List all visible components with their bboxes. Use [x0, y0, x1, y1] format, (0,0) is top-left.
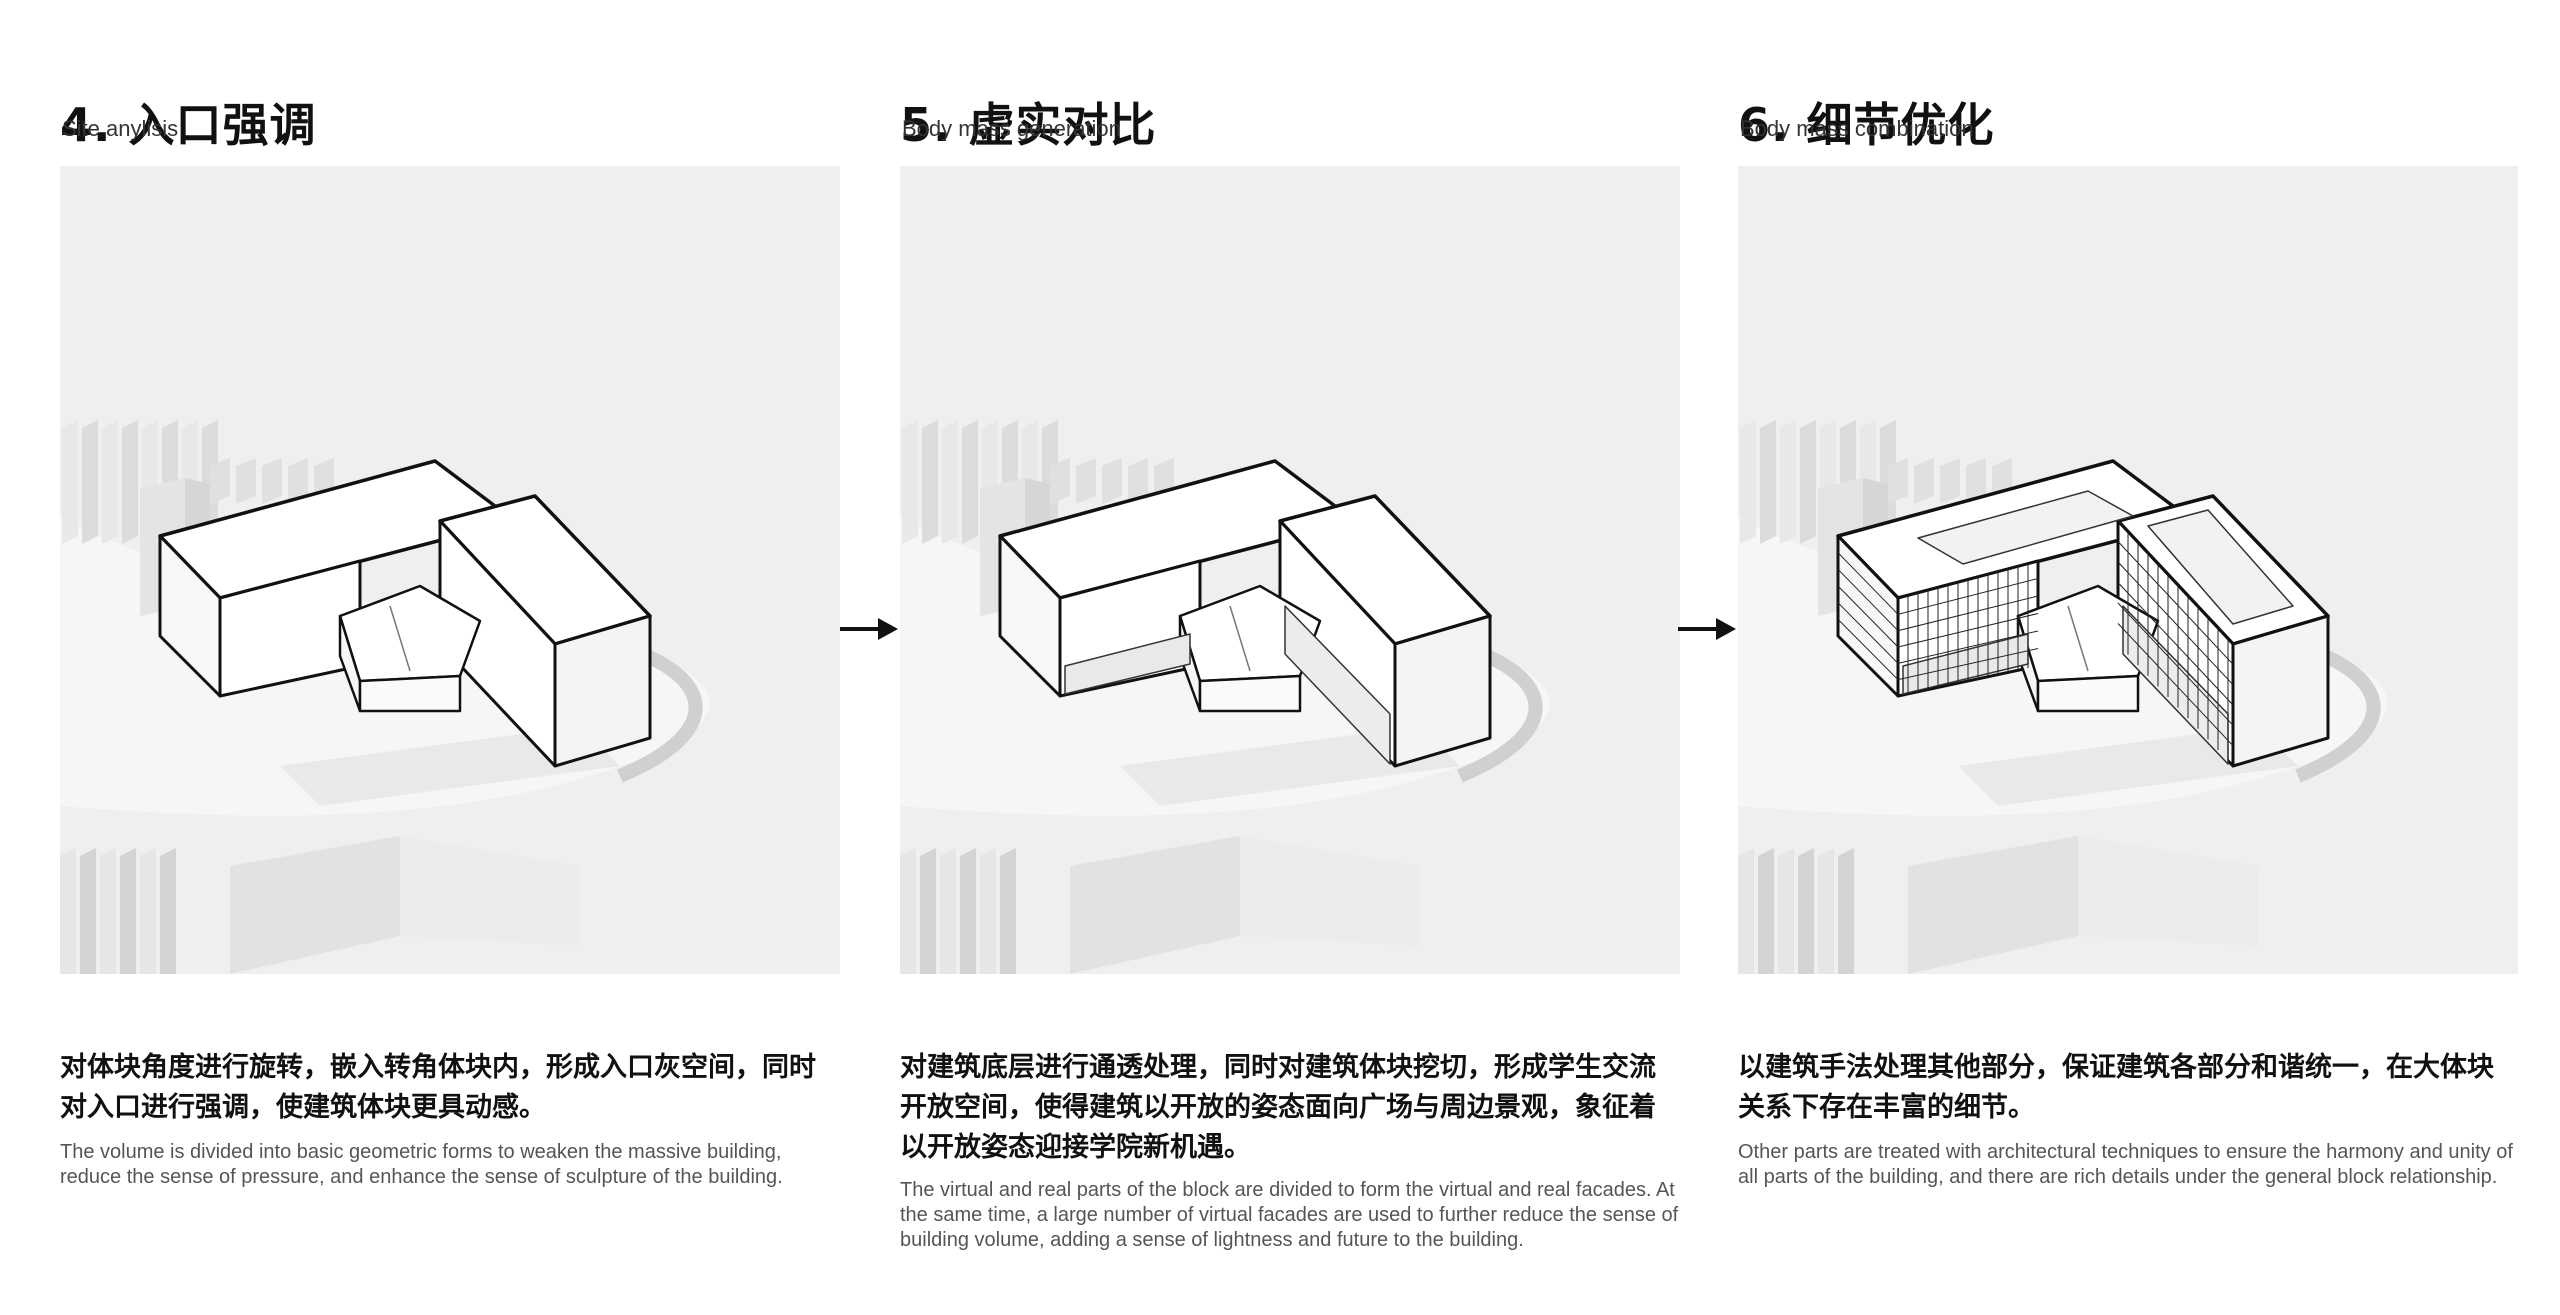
- context-slab-building: [288, 458, 308, 504]
- context-slab-building: [102, 420, 118, 544]
- description-chinese: 以建筑手法处理其他部分，保证建筑各部分和谐统一，在大体块关系下存在丰富的细节。: [1738, 1052, 2494, 1123]
- context-slab-building: [120, 848, 136, 974]
- context-slab-building: [1102, 458, 1122, 504]
- entrance-canopy-edge: [389, 605, 411, 672]
- context-slab-building: [140, 848, 156, 974]
- context-slab-building: [160, 848, 176, 974]
- context-slab-building: [960, 848, 976, 974]
- step-5-panel: 5. 虚实对比 Body mass generation 对建筑底层进行通透处理…: [900, 0, 1680, 1315]
- context-slab-building: [82, 420, 98, 544]
- east-wing-facade-side: [1393, 614, 1492, 768]
- context-podium: [1070, 836, 1240, 974]
- context-slab-building: [62, 420, 78, 544]
- step-4-panel: 4. 入口强调 Site anylisis 对体块角度进行旋转，嵌入转角体块内，…: [60, 0, 840, 1315]
- step-6-panel: 6. 细节优化 Body mass combination 以建筑手法处理其他部…: [1738, 0, 2518, 1315]
- context-slab-building: [60, 848, 76, 974]
- east-wing-facade-side: [2231, 614, 2330, 768]
- east-wing-void: [1284, 605, 1391, 765]
- floor-line: [2117, 623, 2234, 747]
- context-podium-side: [2078, 836, 2258, 946]
- floor-line: [2117, 602, 2234, 726]
- context-slab-building: [1050, 458, 1070, 504]
- description-chinese: 对建筑底层进行通透处理，同时对建筑体块挖切，形成学生交流开放空间，使得建筑以开放…: [900, 1052, 1656, 1163]
- context-slab-building: [1914, 458, 1934, 504]
- right-arrow-icon: [840, 614, 900, 644]
- context-slab-building: [1740, 420, 1756, 544]
- context-slab-building: [1758, 848, 1774, 974]
- context-slab-building: [1966, 458, 1986, 504]
- entrance-pavilion-front: [2036, 674, 2140, 713]
- context-podium-side: [1240, 836, 1420, 946]
- context-podium: [230, 836, 400, 974]
- context-slab-building: [922, 420, 938, 544]
- context-slab-building: [1738, 848, 1754, 974]
- context-slab-building: [962, 420, 978, 544]
- floor-line: [2117, 582, 2234, 706]
- roof-skylight: [1917, 490, 2134, 565]
- context-slab-building: [1778, 848, 1794, 974]
- context-slab-building: [900, 848, 916, 974]
- description-english: The virtual and real parts of the block …: [900, 1179, 1679, 1251]
- ground-floor-void: [1064, 633, 1191, 695]
- context-slab-building: [1838, 848, 1854, 974]
- step-title: 4. 入口强调: [60, 97, 317, 152]
- entrance-pavilion-front: [358, 674, 462, 713]
- context-slab-building: [100, 848, 116, 974]
- context-slab-building: [980, 848, 996, 974]
- context-slab-building: [1128, 458, 1148, 504]
- step-subtitle: Body mass generation: [902, 116, 1121, 141]
- entrance-pavilion-front: [1198, 674, 1302, 713]
- facade-detail-lines: [1837, 531, 2234, 761]
- description-english: The volume is divided into basic geometr…: [60, 1141, 783, 1188]
- context-slab-building: [1888, 458, 1908, 504]
- context-slab-building: [1798, 848, 1814, 974]
- context-slab-building: [942, 420, 958, 544]
- context-slab-building: [1800, 420, 1816, 544]
- step-subtitle: Site anylisis: [62, 116, 179, 141]
- description-chinese: 对体块角度进行旋转，嵌入转角体块内，形成入口灰空间，同时对入口进行强调，使建筑体…: [60, 1052, 816, 1123]
- context-podium: [1908, 836, 2078, 974]
- figure-svg: [1738, 166, 2518, 974]
- context-slab-building: [236, 458, 256, 504]
- context-slab-building: [1780, 420, 1796, 544]
- entrance-canopy-edge: [2067, 605, 2089, 672]
- step-title: 5. 虚实对比: [900, 97, 1157, 152]
- context-slab-building: [940, 848, 956, 974]
- description-english: Other parts are treated with architectur…: [1738, 1141, 2513, 1188]
- entrance-canopy-edge: [1229, 605, 1251, 672]
- context-slab-building: [122, 420, 138, 544]
- figure-svg: [60, 166, 840, 974]
- context-slab-building: [262, 458, 282, 504]
- floor-line: [1837, 568, 1899, 632]
- massing-diagram-detail-optimization: [1738, 166, 2518, 974]
- context-slab-building: [80, 848, 96, 974]
- context-slab-building: [1818, 848, 1834, 974]
- floor-line: [2117, 541, 2234, 665]
- context-slab-building: [920, 848, 936, 974]
- right-arrow-icon: [1678, 614, 1738, 644]
- context-slab-building: [210, 458, 230, 504]
- context-slab-building: [1940, 458, 1960, 504]
- figure-svg: [900, 166, 1680, 974]
- step-title: 6. 细节优化: [1738, 97, 1995, 152]
- floor-line: [1837, 552, 1899, 615]
- context-slab-building: [1000, 848, 1016, 974]
- roof-panel: [2147, 509, 2294, 625]
- context-podium-side: [400, 836, 580, 946]
- massing-diagram-solid-void-contrast: [900, 166, 1680, 974]
- context-slab-building: [1760, 420, 1776, 544]
- massing-diagram-entrance-emphasis: [60, 166, 840, 974]
- context-slab-building: [902, 420, 918, 544]
- floor-line: [1837, 602, 1899, 664]
- floor-line: [1837, 618, 1899, 681]
- floor-line: [2117, 561, 2234, 686]
- step-subtitle: Body mass combination: [1740, 116, 1974, 141]
- east-wing-facade-side: [553, 614, 652, 768]
- context-slab-building: [1076, 458, 1096, 504]
- floor-line: [1837, 585, 1899, 648]
